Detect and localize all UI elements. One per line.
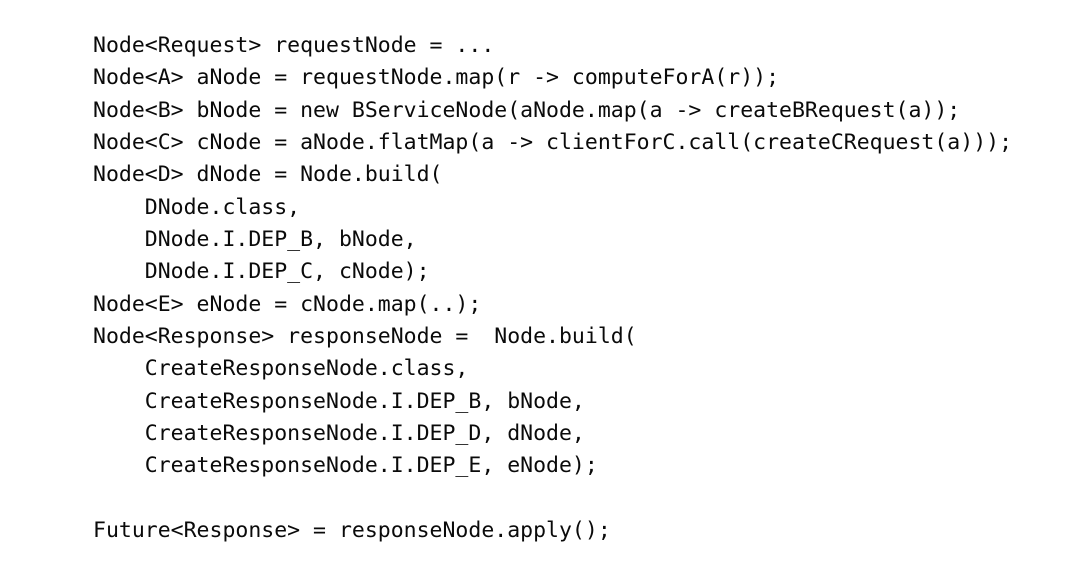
code-line: Node<E> eNode = cNode.map(..); [93, 291, 482, 317]
code-line: Node<Request> requestNode = ... [93, 33, 495, 58]
code-line: CreateResponseNode.I.DEP_B, bNode, [93, 388, 585, 414]
code-line: Node<D> dNode = Node.build( [93, 162, 443, 188]
code-line [93, 483, 1012, 515]
code-line: CreateResponseNode.I.DEP_E, eNode); [93, 453, 598, 479]
code-line: Node<A> aNode = requestNode.map(r -> com… [93, 65, 780, 91]
code-line: CreateResponseNode.I.DEP_D, dNode, [93, 420, 585, 446]
code-block: Node<Request> requestNode = ... Node<A> … [93, 30, 1012, 547]
code-line: Node<B> bNode = new BServiceNode(aNode.m… [93, 97, 961, 123]
code-line: Node<C> cNode = aNode.flatMap(a -> clien… [93, 129, 1013, 155]
code-line: DNode.class, [93, 194, 301, 220]
code-line: CreateResponseNode.class, [93, 356, 469, 382]
code-line: Node<Response> responseNode = Node.build… [93, 323, 637, 349]
code-line: Future<Response> = responseNode.apply(); [93, 517, 611, 543]
code-line: DNode.I.DEP_B, bNode, [93, 226, 417, 252]
code-line: DNode.I.DEP_C, cNode); [93, 259, 430, 285]
